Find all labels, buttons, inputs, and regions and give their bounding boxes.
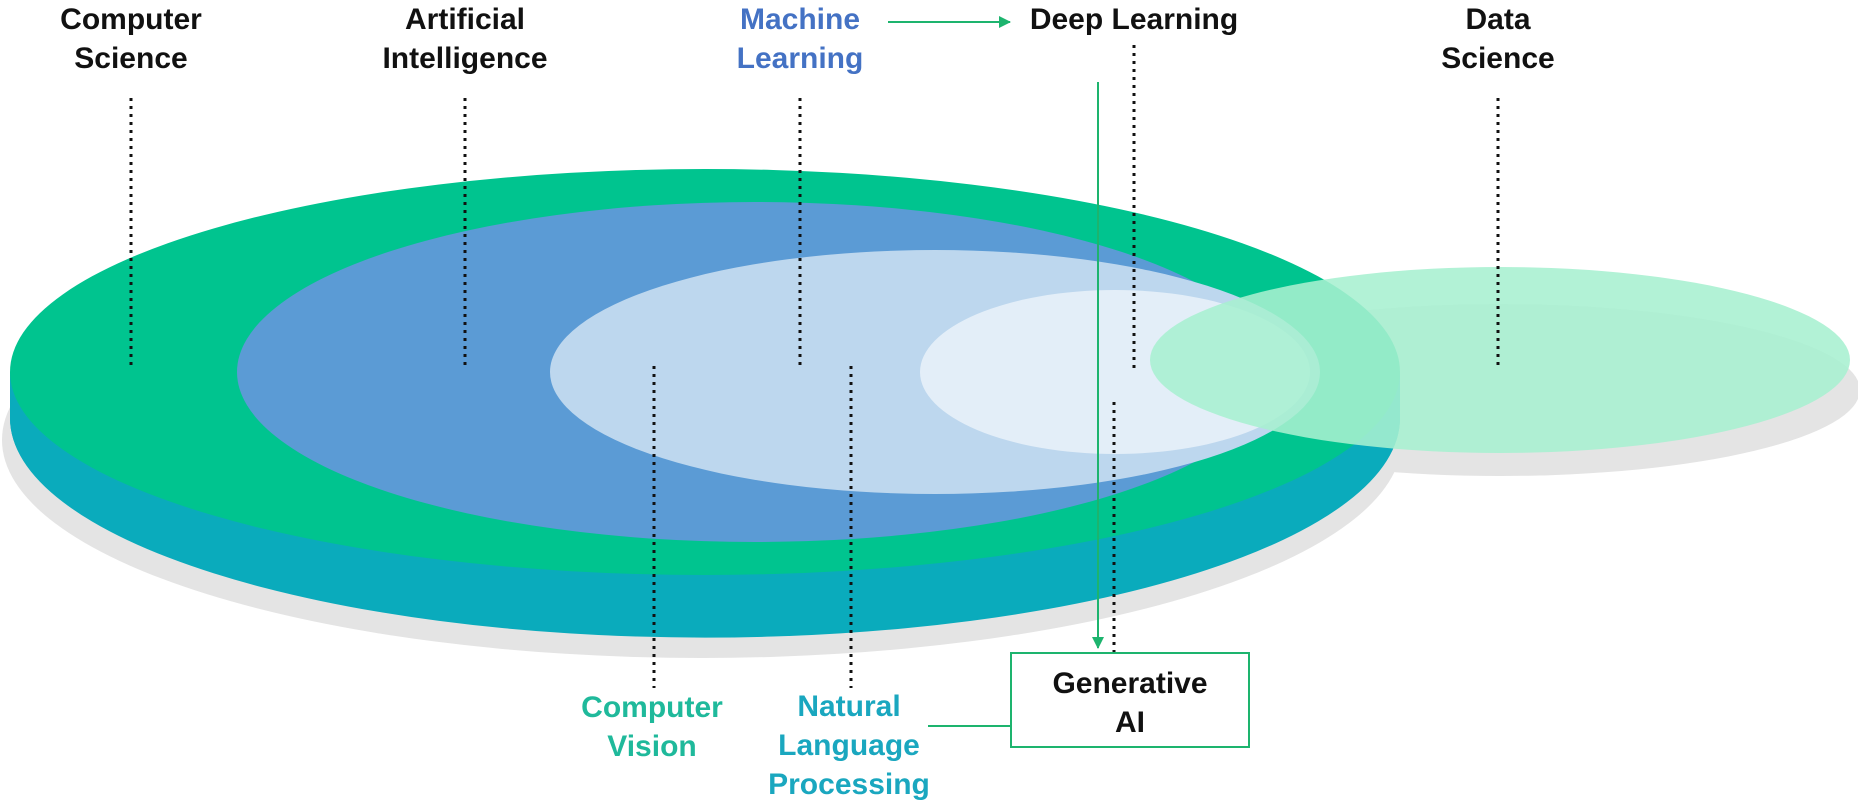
label-data-science: Data Science (1441, 3, 1555, 75)
label-artificial-intelligence: Artificial Intelligence (382, 3, 548, 75)
label-nlp: Natural Language Processing (768, 690, 930, 801)
data-science-disc (1150, 267, 1850, 453)
label-computer-science: Computer Science (60, 3, 202, 75)
label-deep-learning: Deep Learning (1029, 3, 1239, 36)
label-generative-ai: Generative AI (1052, 667, 1208, 739)
label-computer-vision: Computer Vision (581, 691, 723, 763)
generative-ai-box (1010, 652, 1250, 748)
label-machine-learning: Machine Learning (736, 3, 864, 75)
